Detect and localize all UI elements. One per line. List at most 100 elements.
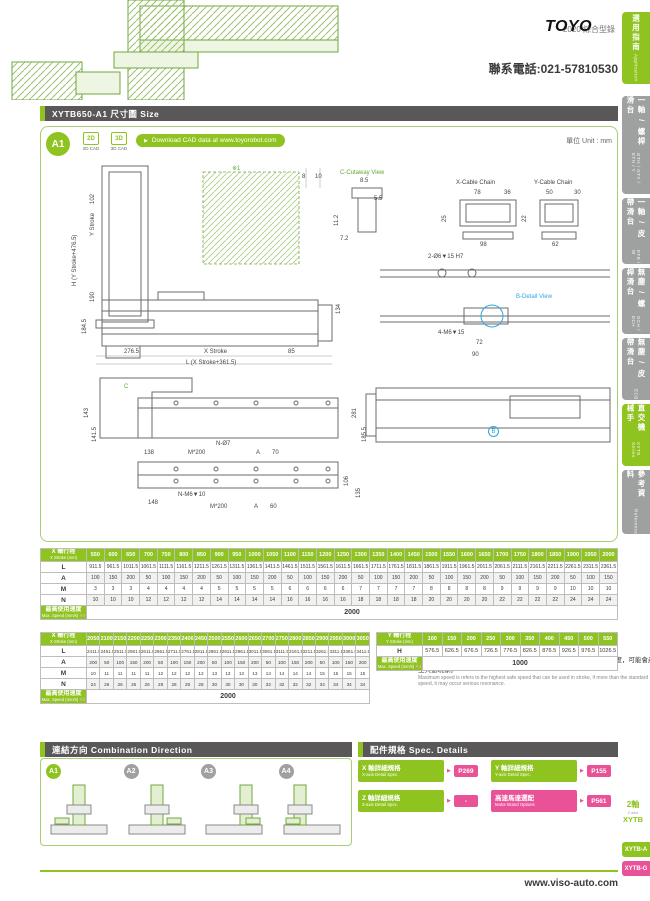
value-cell: 3011.5 [247, 645, 263, 657]
spec-label-en: X-axis Detail Spec. [362, 772, 399, 778]
tab-label: 參考資料 [626, 470, 646, 499]
value-cell: 150 [528, 572, 547, 584]
stroke-header-cell: 2850 [301, 632, 316, 646]
value-cell: 1311.5 [227, 561, 247, 573]
combination-a4[interactable]: A4 [274, 759, 352, 845]
tab-xytb-g[interactable]: XYTB-G [622, 861, 650, 876]
sidebar-item-application[interactable]: 選用指南 Application [622, 12, 650, 84]
stroke-header-cell: 2550 [220, 632, 236, 646]
value-cell: 1461.5 [280, 561, 300, 573]
stroke-header-cell: 1350 [369, 548, 388, 562]
value-cell: 11 [139, 667, 155, 679]
page-title-bar: XYTB650-A1 尺寸圖 Size [40, 106, 618, 121]
cad-3d-icon: 3D [111, 132, 127, 145]
stroke-header-cell: 100 [422, 632, 443, 646]
value-cell: 50 [99, 656, 114, 668]
dim-label: 22 [522, 215, 528, 222]
value-cell: 100 [298, 572, 317, 584]
value-cell: 13 [207, 667, 222, 679]
value-cell: 200 [301, 656, 316, 668]
value-cell: 12 [156, 594, 176, 606]
value-cell: 11 [99, 667, 114, 679]
x-axis-spec-link[interactable]: X 軸詳細規格 X-axis Detail Spec. [358, 760, 444, 782]
sidebar-item-xytb-series[interactable]: 直交機械手 XYTB Series [622, 404, 650, 466]
value-cell: 50 [314, 656, 330, 668]
stroke-header-cell: 750 [156, 548, 176, 562]
arrow-icon: ▶ [580, 768, 584, 774]
dim-label: L (X Stroke+361.5) [186, 360, 237, 366]
value-cell: 1561.5 [315, 561, 335, 573]
motor-options-link[interactable]: 高速馬達選配 Motor Brand Options [491, 790, 577, 812]
value-cell: 10 [85, 667, 101, 679]
value-cell: 2161.5 [528, 561, 547, 573]
sidebar-item-screw-slide[interactable]: 一軸 / 螺桿滑台 GTH / GTY / ETH / Y [622, 96, 650, 194]
dim-label: A [256, 450, 261, 456]
spec-label-en: Y-axis Detail Spec. [495, 772, 531, 778]
stroke-header-cell: 2250 [139, 632, 155, 646]
value-cell: 5 [245, 583, 264, 595]
value-cell: 26 [112, 678, 128, 690]
catalog-title: 2020 綜合型錄 [562, 25, 615, 34]
dim-label: M*200 [188, 450, 206, 456]
page-ref-button[interactable]: P269 [453, 765, 478, 777]
stroke-header-cell: 1450 [404, 548, 424, 562]
page-ref-button[interactable]: P155 [586, 765, 611, 777]
combination-a2[interactable]: A2 [119, 759, 197, 845]
series-axis: 2軸 [626, 800, 640, 809]
value-cell: 20 [422, 594, 441, 606]
tab-label: 無塵 / 皮帶滑台 [626, 338, 646, 379]
stroke-header-cell: 850 [192, 548, 211, 562]
value-cell: 50 [139, 572, 158, 584]
tab-xytb-a[interactable]: XYTB-A [622, 842, 650, 857]
dim-label: 85 [288, 349, 295, 355]
value-cell: 50 [209, 572, 229, 584]
value-cell: 24 [563, 594, 583, 606]
value-cell: 8 [439, 583, 459, 595]
value-cell: 150 [288, 656, 303, 668]
value-cell: 11 [126, 667, 141, 679]
value-cell: 12 [139, 594, 158, 606]
value-cell: 18 [351, 594, 370, 606]
value-cell: 2761.5 [180, 645, 195, 657]
cad-3d-button[interactable]: 3D 3D CAD [106, 132, 132, 151]
z-axis-spec-link[interactable]: Z 軸詳細規格 Z-axis Detail Spec. [358, 790, 444, 812]
value-cell: 3211.5 [301, 645, 316, 657]
combination-a3[interactable]: A3 [196, 759, 274, 845]
sidebar-item-reference[interactable]: 參考資料 Reference [622, 470, 650, 534]
value-cell: 2461.5 [99, 645, 114, 657]
dim-label: 185.5 [362, 426, 368, 442]
dim-label: H (Y Stroke+476.5) [72, 234, 78, 286]
value-cell: 1161.5 [174, 561, 194, 573]
stroke-header-cell: 550 [597, 632, 618, 646]
sidebar-item-clean-screw[interactable]: 無塵 / 螺桿滑台 GCH / ECH [622, 268, 650, 334]
cad-2d-button[interactable]: 2D 2D CAD [78, 132, 104, 151]
sidebar-item-belt-slide[interactable]: 一軸 / 皮帶滑台 ETB / W [622, 198, 650, 264]
y-axis-spec-link[interactable]: Y 軸詳細規格 Y-axis Detail Spec. [491, 760, 577, 782]
cad-2d-label: 2D CAD [82, 146, 100, 151]
stroke-header-cell: 1650 [475, 548, 494, 562]
stroke-header-cell: 1500 [422, 548, 441, 562]
combination-a1[interactable]: A1 [41, 759, 119, 845]
page-ref-button[interactable]: P561 [586, 795, 611, 807]
dim-label: 30 [574, 190, 581, 196]
value-cell: 13 [247, 667, 263, 679]
value-cell: 100 [220, 656, 236, 668]
sidebar-item-clean-belt[interactable]: 無塵 / 皮帶滑台 ECB [622, 338, 650, 400]
download-cad-button[interactable]: ▶ Download CAD data at www.toyorobot.com [136, 134, 285, 147]
value-cell: 1261.5 [209, 561, 229, 573]
row-label: A [40, 572, 87, 584]
value-cell: 30 [234, 678, 249, 690]
value-cell: 30 [220, 678, 236, 690]
value-cell: 22 [510, 594, 530, 606]
stroke-header-cell: 1600 [457, 548, 477, 562]
value-cell: 50 [351, 572, 370, 584]
stroke-header-cell: 1700 [492, 548, 512, 562]
value-cell: 2511.5 [112, 645, 128, 657]
dim-label: X-Cable Chain [456, 180, 496, 186]
page-ref-button[interactable]: - [453, 795, 478, 807]
dim-label: 10 [315, 174, 322, 180]
value-cell: 150 [457, 572, 477, 584]
stroke-header-cell: 1150 [298, 548, 317, 562]
